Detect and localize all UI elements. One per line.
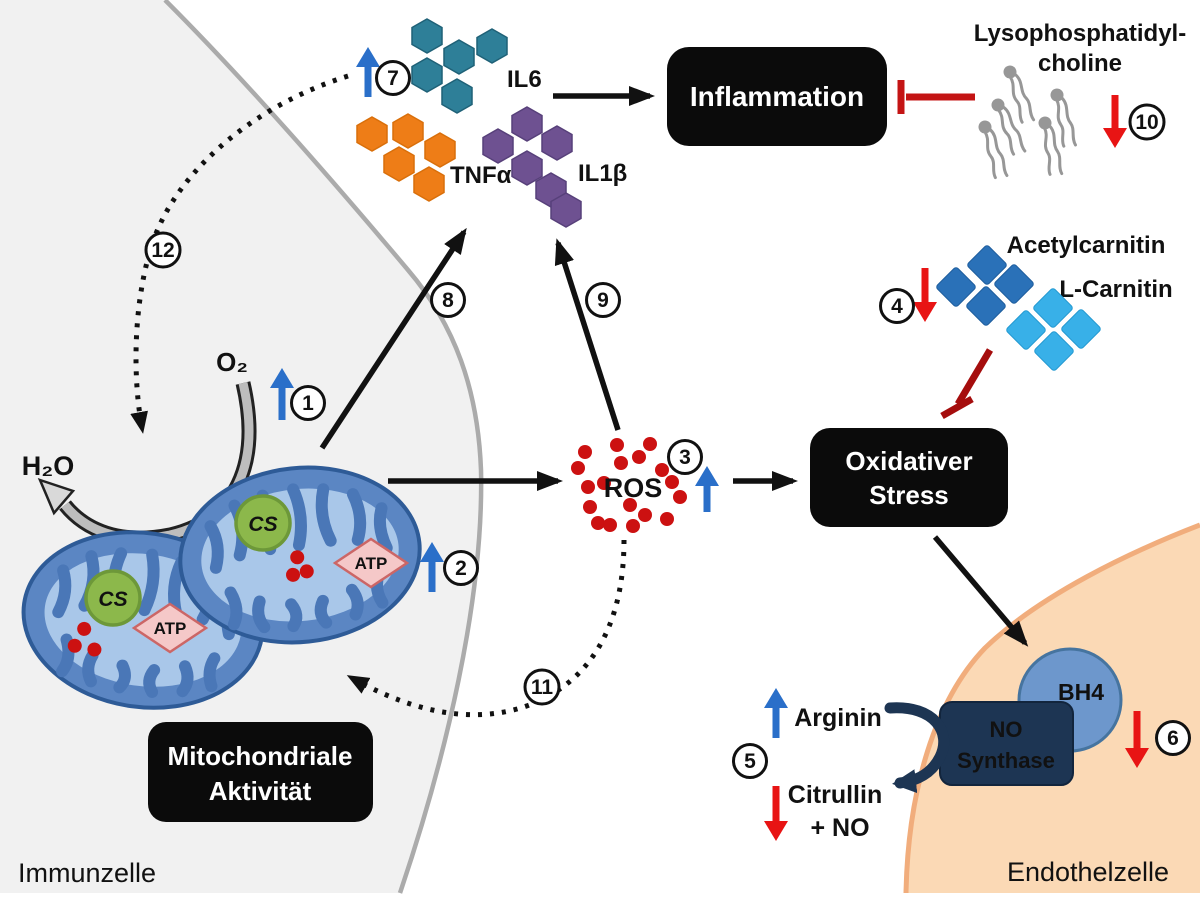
step-marker-4: 4 <box>879 288 915 324</box>
cs-enzyme-left: CS <box>84 569 142 627</box>
svg-text:6: 6 <box>1167 727 1179 750</box>
tnfa-label: TNFα <box>450 162 512 189</box>
step-marker-3: 3 <box>667 439 703 475</box>
bh4-label: BH4 <box>1058 679 1104 705</box>
inflammation-box: Inflammation <box>667 47 887 146</box>
svg-text:11: 11 <box>531 676 554 699</box>
step-marker-7: 7 <box>375 60 411 96</box>
oxidative-stress-line2: Stress <box>869 480 949 510</box>
oxidative-stress-line1: Oxidativer <box>845 446 972 476</box>
l-carnitin-label: L-Carnitin <box>1059 276 1172 303</box>
pathway-arrows <box>319 86 1029 647</box>
svg-text:10: 10 <box>1135 111 1158 134</box>
atp-label: ATP <box>154 619 187 638</box>
endothelial-cell-label: Endothelzelle <box>1007 857 1169 887</box>
arrow-9-line <box>554 238 621 431</box>
mitochondrion-left: CS ATP <box>12 517 274 723</box>
step-marker-12: 12 <box>144 231 182 269</box>
step-marker-8: 8 <box>430 282 466 318</box>
immune-cell-membrane <box>163 0 484 894</box>
carnitine-inhibition-bar <box>940 348 994 420</box>
ros-label: ROS <box>604 473 663 503</box>
svg-text:3: 3 <box>679 446 691 469</box>
step-marker-9: 9 <box>585 282 621 318</box>
oxidative-stress-box: Oxidativer Stress <box>810 428 1008 527</box>
carnitine-group: Acetylcarnitin L-Carnitin <box>934 232 1173 420</box>
lpc-label-line1: Lysophosphatidyl- <box>974 20 1186 47</box>
step-marker-11: 11 <box>523 668 561 706</box>
arginine-citrulline-group: Arginin Citrullin + NO <box>788 704 882 842</box>
no-synthase-line1: NO <box>990 717 1023 742</box>
svg-text:2: 2 <box>455 557 467 580</box>
step-marker-10: 10 <box>1128 103 1166 141</box>
no-synthase-line2: Synthase <box>957 748 1055 773</box>
inflammation-label: Inflammation <box>690 81 864 112</box>
atp-right: ATP <box>332 537 410 589</box>
no-synthase-box: NO Synthase <box>939 701 1074 786</box>
citrullin-label: Citrullin <box>788 781 882 809</box>
lysophosphatidylcholine-group: Lysophosphatidyl- choline <box>897 20 1186 181</box>
step-marker-1: 1 <box>290 385 326 421</box>
atp-label: ATP <box>355 554 388 573</box>
svg-text:12: 12 <box>151 239 174 262</box>
cs-label: CS <box>248 513 277 536</box>
arrow-8-line <box>319 227 467 450</box>
lpc-inhibition-bar <box>897 80 975 114</box>
svg-text:4: 4 <box>891 295 903 318</box>
il1b-label: IL1β <box>578 160 627 187</box>
il6-cluster: IL6 <box>411 18 542 114</box>
tnfa-cluster: TNFα <box>356 113 512 202</box>
mitochondrial-activity-box: Mitochondriale Aktivität <box>148 722 373 822</box>
svg-text:8: 8 <box>442 289 454 312</box>
il6-label: IL6 <box>507 66 542 93</box>
step-marker-6: 6 <box>1155 720 1191 756</box>
mitochondrion-right: CS ATP <box>172 456 429 654</box>
decrease-arrows <box>764 95 1149 841</box>
immune-cell-label: Immunzelle <box>18 858 156 888</box>
svg-text:5: 5 <box>744 750 756 773</box>
arginin-label: Arginin <box>794 704 882 732</box>
il1b-cluster: IL1β <box>482 106 627 228</box>
cs-label: CS <box>98 588 127 611</box>
svg-text:1: 1 <box>302 392 314 415</box>
acetylcarnitin-label: Acetylcarnitin <box>1007 232 1166 259</box>
increase-arrows <box>270 47 788 738</box>
mitochondrial-activity-line2: Aktivität <box>209 776 312 806</box>
plus-no-label: + NO <box>810 814 869 842</box>
svg-text:9: 9 <box>597 289 609 312</box>
endothelial-cell-membrane <box>903 522 1200 894</box>
nos-reaction-arrow <box>884 702 950 794</box>
oxygen-to-water-arrow <box>37 381 257 546</box>
mitochondrial-activity-line1: Mitochondriale <box>168 741 353 771</box>
step-marker-5: 5 <box>732 743 768 779</box>
atp-left: ATP <box>131 602 209 654</box>
ros-cluster: ROS <box>571 437 687 533</box>
h2o-label: H₂O <box>22 451 75 481</box>
cs-enzyme-right: CS <box>234 494 292 552</box>
svg-text:7: 7 <box>387 67 399 90</box>
lpc-label-line2: choline <box>1038 50 1122 77</box>
step-marker-2: 2 <box>443 550 479 586</box>
o2-label: O₂ <box>216 347 248 377</box>
